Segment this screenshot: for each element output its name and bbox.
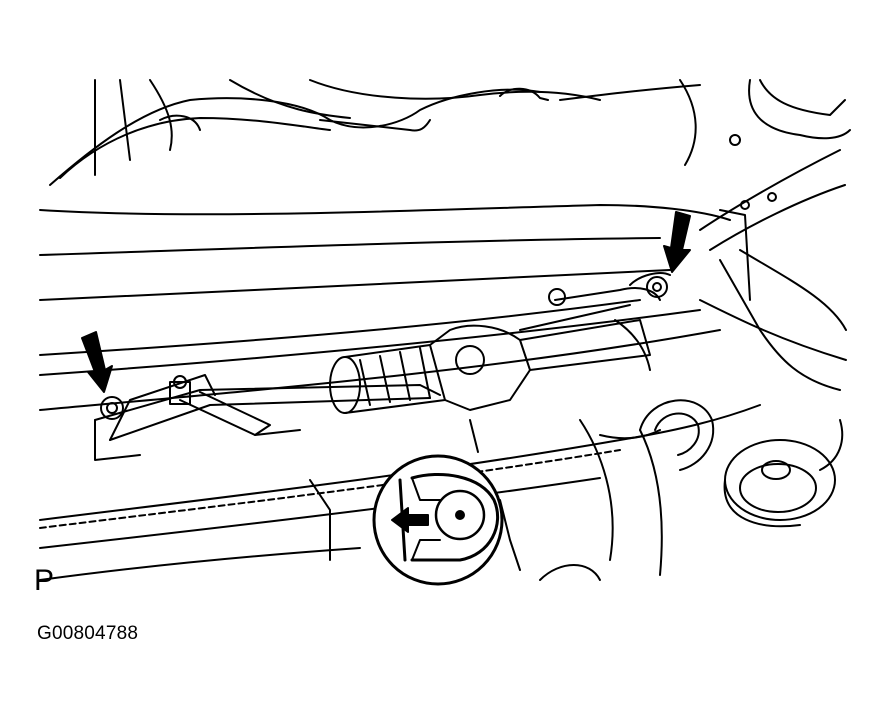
lower-cowl [40,405,760,580]
strut-mount [725,420,843,526]
arrow-left-icon [392,508,428,532]
left-pivot-bolt [101,397,123,419]
wiper-motor [330,305,650,413]
figure-id: G00804788 [37,623,139,644]
wiper-motor-illustration [0,0,886,600]
arrow-down-left-icon [664,212,690,272]
hood-outline [40,80,850,220]
hose-loop [640,400,713,470]
wiper-link-rod [95,375,440,460]
inset-detail [374,420,502,584]
cowl-panel [40,238,720,410]
right-pivot-connector [549,273,670,370]
arrow-down-left-icon [82,332,112,392]
right-body-structure [700,150,846,390]
view-marker: P [34,564,55,597]
